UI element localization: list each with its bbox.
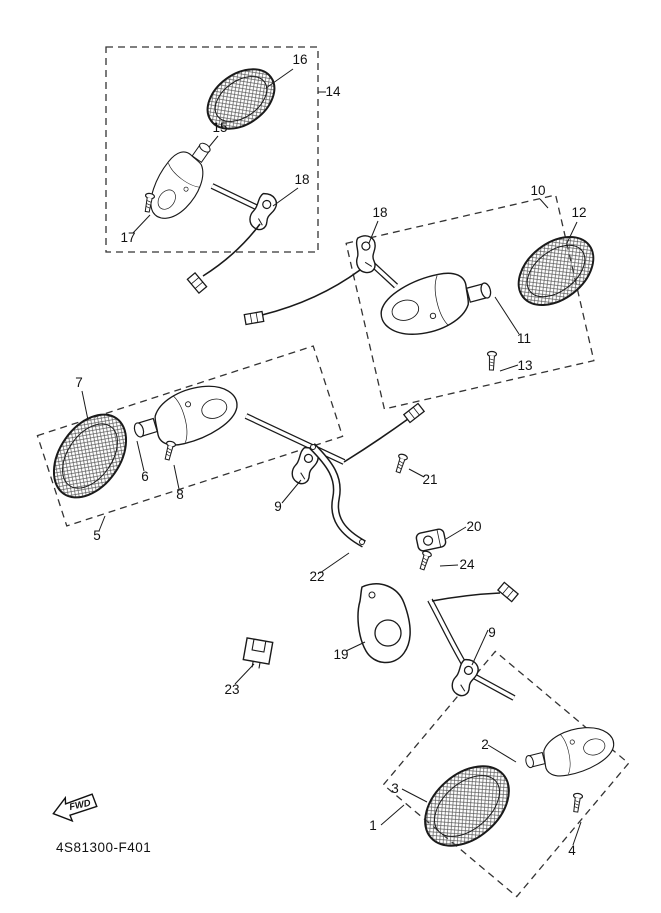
leader-16	[265, 68, 294, 89]
part-callout-17: 17	[120, 230, 135, 245]
leader-lines	[81, 68, 582, 846]
leader-6	[136, 440, 145, 472]
part-callout-3: 3	[391, 781, 399, 796]
signal-body-10	[373, 261, 498, 344]
part-callout-9-a: 9	[274, 499, 282, 514]
diagram-code: 4S81300-F401	[56, 840, 151, 855]
part-callout-23: 23	[224, 682, 239, 697]
part-callout-18-a: 18	[294, 172, 309, 187]
part-callout-7: 7	[75, 375, 83, 390]
wire-connector	[243, 310, 265, 326]
part-callout-4: 4	[568, 843, 576, 858]
part-callout-13: 13	[517, 358, 532, 373]
leader-22	[319, 552, 350, 574]
wire	[343, 418, 409, 463]
leader-3	[401, 788, 428, 803]
leader-2	[487, 744, 517, 763]
leader-11	[494, 296, 520, 335]
bracket-18-b	[352, 233, 380, 275]
screw-21	[393, 452, 409, 475]
leader-13	[499, 364, 519, 372]
leader-20	[445, 526, 467, 540]
group-box-1	[382, 650, 630, 898]
wire	[431, 592, 501, 602]
leader-10	[539, 198, 549, 209]
leader-4	[572, 821, 582, 846]
leader-9-a	[281, 479, 302, 504]
part-callout-19: 19	[333, 647, 348, 662]
part-callout-22: 22	[309, 569, 324, 584]
nut-20	[415, 528, 447, 552]
leader-19	[345, 641, 366, 652]
leader-5	[98, 515, 106, 532]
mount-rod	[427, 598, 516, 701]
leader-23	[234, 663, 255, 685]
part-callout-1: 1	[369, 818, 377, 833]
part-callout-10: 10	[530, 183, 545, 198]
part-callout-11: 11	[517, 331, 531, 346]
leader-9-b	[471, 629, 489, 666]
leader-1	[380, 804, 405, 826]
mounting-hardware	[242, 443, 447, 669]
screw-4	[570, 792, 584, 814]
leader-12	[566, 221, 578, 244]
part-callout-20: 20	[466, 519, 481, 534]
callouts: 16 14 15 18 17 10 12 18 11 13 7 5 6 8 9 …	[75, 52, 586, 858]
leader-8	[173, 464, 180, 490]
lens-12	[517, 236, 595, 306]
part-callout-21: 21	[422, 472, 437, 487]
leader-18-b	[368, 220, 379, 244]
screw-24	[417, 549, 433, 572]
part-callout-12: 12	[571, 205, 586, 220]
screw-13	[486, 350, 498, 371]
fwd-arrow-icon	[52, 793, 98, 823]
wire	[202, 223, 261, 277]
lens-16	[206, 68, 276, 130]
stay-19	[357, 583, 411, 664]
part-callout-24: 24	[459, 557, 475, 572]
assembly-14	[138, 68, 280, 294]
signal-body-14	[138, 131, 224, 229]
signal-body-1	[520, 720, 620, 785]
part-callout-9-b: 9	[488, 625, 496, 640]
leader-7	[81, 390, 89, 421]
lens-3	[424, 765, 510, 847]
part-callout-15: 15	[212, 120, 227, 135]
assembly-10	[243, 233, 595, 371]
leader-21	[408, 468, 425, 478]
leader-24	[439, 564, 459, 567]
assembly-1	[424, 581, 620, 847]
wire-connector	[497, 581, 519, 603]
assembly-5	[52, 376, 425, 499]
part-callout-2: 2	[481, 737, 489, 752]
part-callout-8: 8	[176, 487, 184, 502]
fwd-marker: FWD	[52, 793, 98, 823]
fwd-label: FWD	[68, 798, 92, 813]
leader-18-a	[272, 187, 299, 207]
group-box-5	[36, 345, 344, 527]
signal-body-5	[127, 376, 245, 458]
wire	[261, 269, 361, 316]
part-callout-6: 6	[141, 469, 149, 484]
leader-15	[208, 135, 219, 148]
group-box-14	[105, 46, 319, 253]
clamp-23	[242, 637, 274, 669]
leader-17	[132, 214, 151, 234]
lens-7	[52, 413, 128, 499]
bracket-18-a	[246, 190, 280, 234]
part-callout-14: 14	[325, 84, 341, 99]
part-callout-18-b: 18	[372, 205, 387, 220]
part-callout-16: 16	[292, 52, 307, 67]
part-callout-5: 5	[93, 528, 101, 543]
